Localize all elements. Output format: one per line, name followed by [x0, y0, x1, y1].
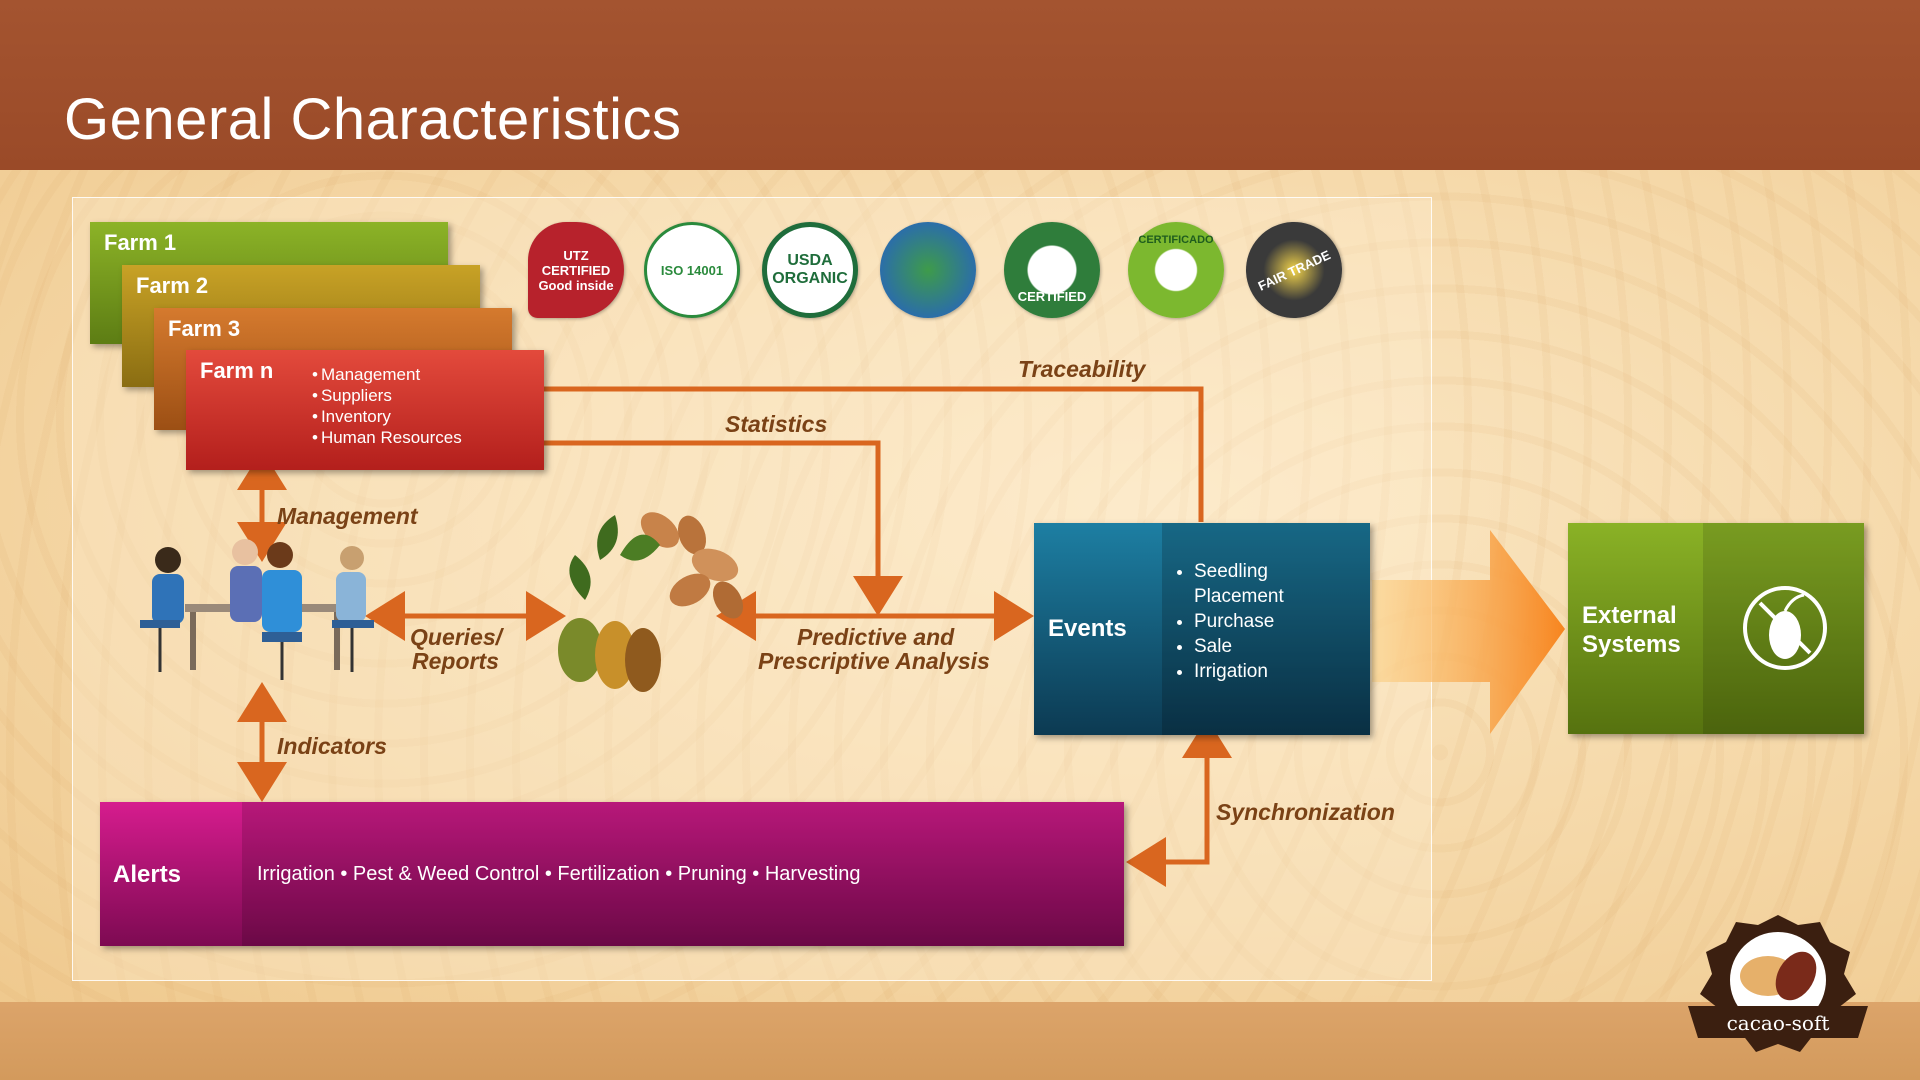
queries-label: Queries/: [410, 624, 503, 650]
statistics-line: [544, 440, 903, 616]
big-arrow-external: [1372, 530, 1565, 734]
logo-text: cacao-soft: [1727, 1011, 1830, 1035]
external-systems-box[interactable]: External Systems: [1568, 523, 1864, 734]
farm-card-n[interactable]: Farm n Management Suppliers Inventory Hu…: [186, 350, 544, 470]
synchronization-label: Synchronization: [1216, 799, 1395, 825]
farm-label: Farm 2: [136, 273, 209, 298]
ecuador-agency-logo: [880, 222, 976, 318]
cacao-pod-icon: [1743, 586, 1827, 670]
farm-label: Farm n: [200, 358, 274, 383]
alerts-box[interactable]: Alerts Irrigation • Pest & Weed Control …: [100, 802, 1124, 946]
cacao-soft-logo: cacao-soft: [1688, 915, 1868, 1052]
iso-14001-logo: ISO 14001: [644, 222, 740, 318]
predictive-label: Predictive and: [797, 624, 955, 650]
farm-item: Suppliers: [312, 385, 462, 406]
alerts-divider: [242, 802, 1124, 946]
traceability-line: [544, 386, 1204, 522]
farm-label: Farm 3: [168, 316, 241, 341]
page-title: General Characteristics: [64, 87, 682, 152]
social-responsibility-logo: CERTIFICADO: [1128, 222, 1224, 318]
events-item: Irrigation: [1194, 659, 1314, 684]
header-bar: General Characteristics: [0, 0, 1920, 170]
events-title: Events: [1048, 615, 1127, 642]
team-meeting-illustration: [140, 539, 374, 680]
events-item: Purchase: [1194, 609, 1314, 634]
reports-label: Reports: [412, 648, 499, 674]
utz-logo: UTZ CERTIFIED Good inside: [528, 222, 624, 318]
alerts-items: Irrigation • Pest & Weed Control • Ferti…: [257, 863, 861, 885]
farm-item: Management: [312, 364, 462, 385]
footer-bar: [0, 1002, 1920, 1080]
alerts-title: Alerts: [113, 861, 182, 888]
farm-label: Farm 1: [104, 230, 177, 255]
farm-n-items: Management Suppliers Inventory Human Res…: [312, 364, 462, 448]
indicators-label: Indicators: [277, 733, 387, 759]
rainforest-alliance-logo: CERTIFIED: [1004, 222, 1100, 318]
traceability-label: Traceability: [1018, 356, 1146, 382]
prescriptive-label: Prescriptive Analysis: [758, 648, 990, 674]
events-box[interactable]: Events Seedling Placement Purchase Sale …: [1034, 523, 1370, 735]
statistics-label: Statistics: [725, 411, 828, 437]
cacao-illustration: [558, 512, 744, 692]
events-item: Seedling Placement: [1194, 559, 1314, 609]
events-divider: [1162, 523, 1370, 735]
usda-organic-logo: USDA ORGANIC: [762, 222, 858, 318]
external-title: External Systems: [1582, 602, 1681, 658]
farm-item: Inventory: [312, 406, 462, 427]
events-item: Sale: [1194, 634, 1314, 659]
events-list: Seedling Placement Purchase Sale Irrigat…: [1174, 559, 1314, 684]
synchronization-arrow: [1126, 718, 1232, 887]
management-label: Management: [277, 503, 418, 529]
farm-item: Human Resources: [312, 427, 462, 448]
